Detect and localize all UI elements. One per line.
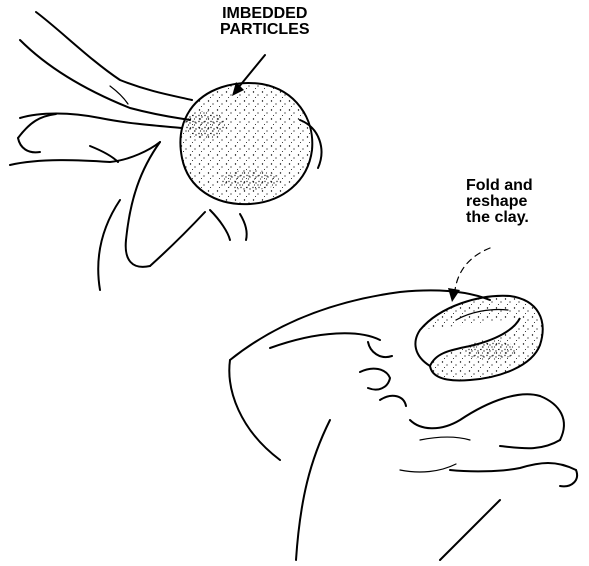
folded-clay (415, 296, 542, 381)
fold-line-1: Fold and (466, 178, 533, 194)
clay-ball (180, 83, 312, 204)
particles-line-1: IMBEDDED (220, 6, 309, 22)
particles-line-2: PARTICLES (220, 22, 309, 38)
fold-line-3: the clay. (466, 210, 533, 226)
fold-reshape-label: Fold and reshape the clay. (466, 178, 533, 226)
imbedded-particles-label: IMBEDDED PARTICLES (220, 6, 309, 38)
fold-line-2: reshape (466, 194, 533, 210)
